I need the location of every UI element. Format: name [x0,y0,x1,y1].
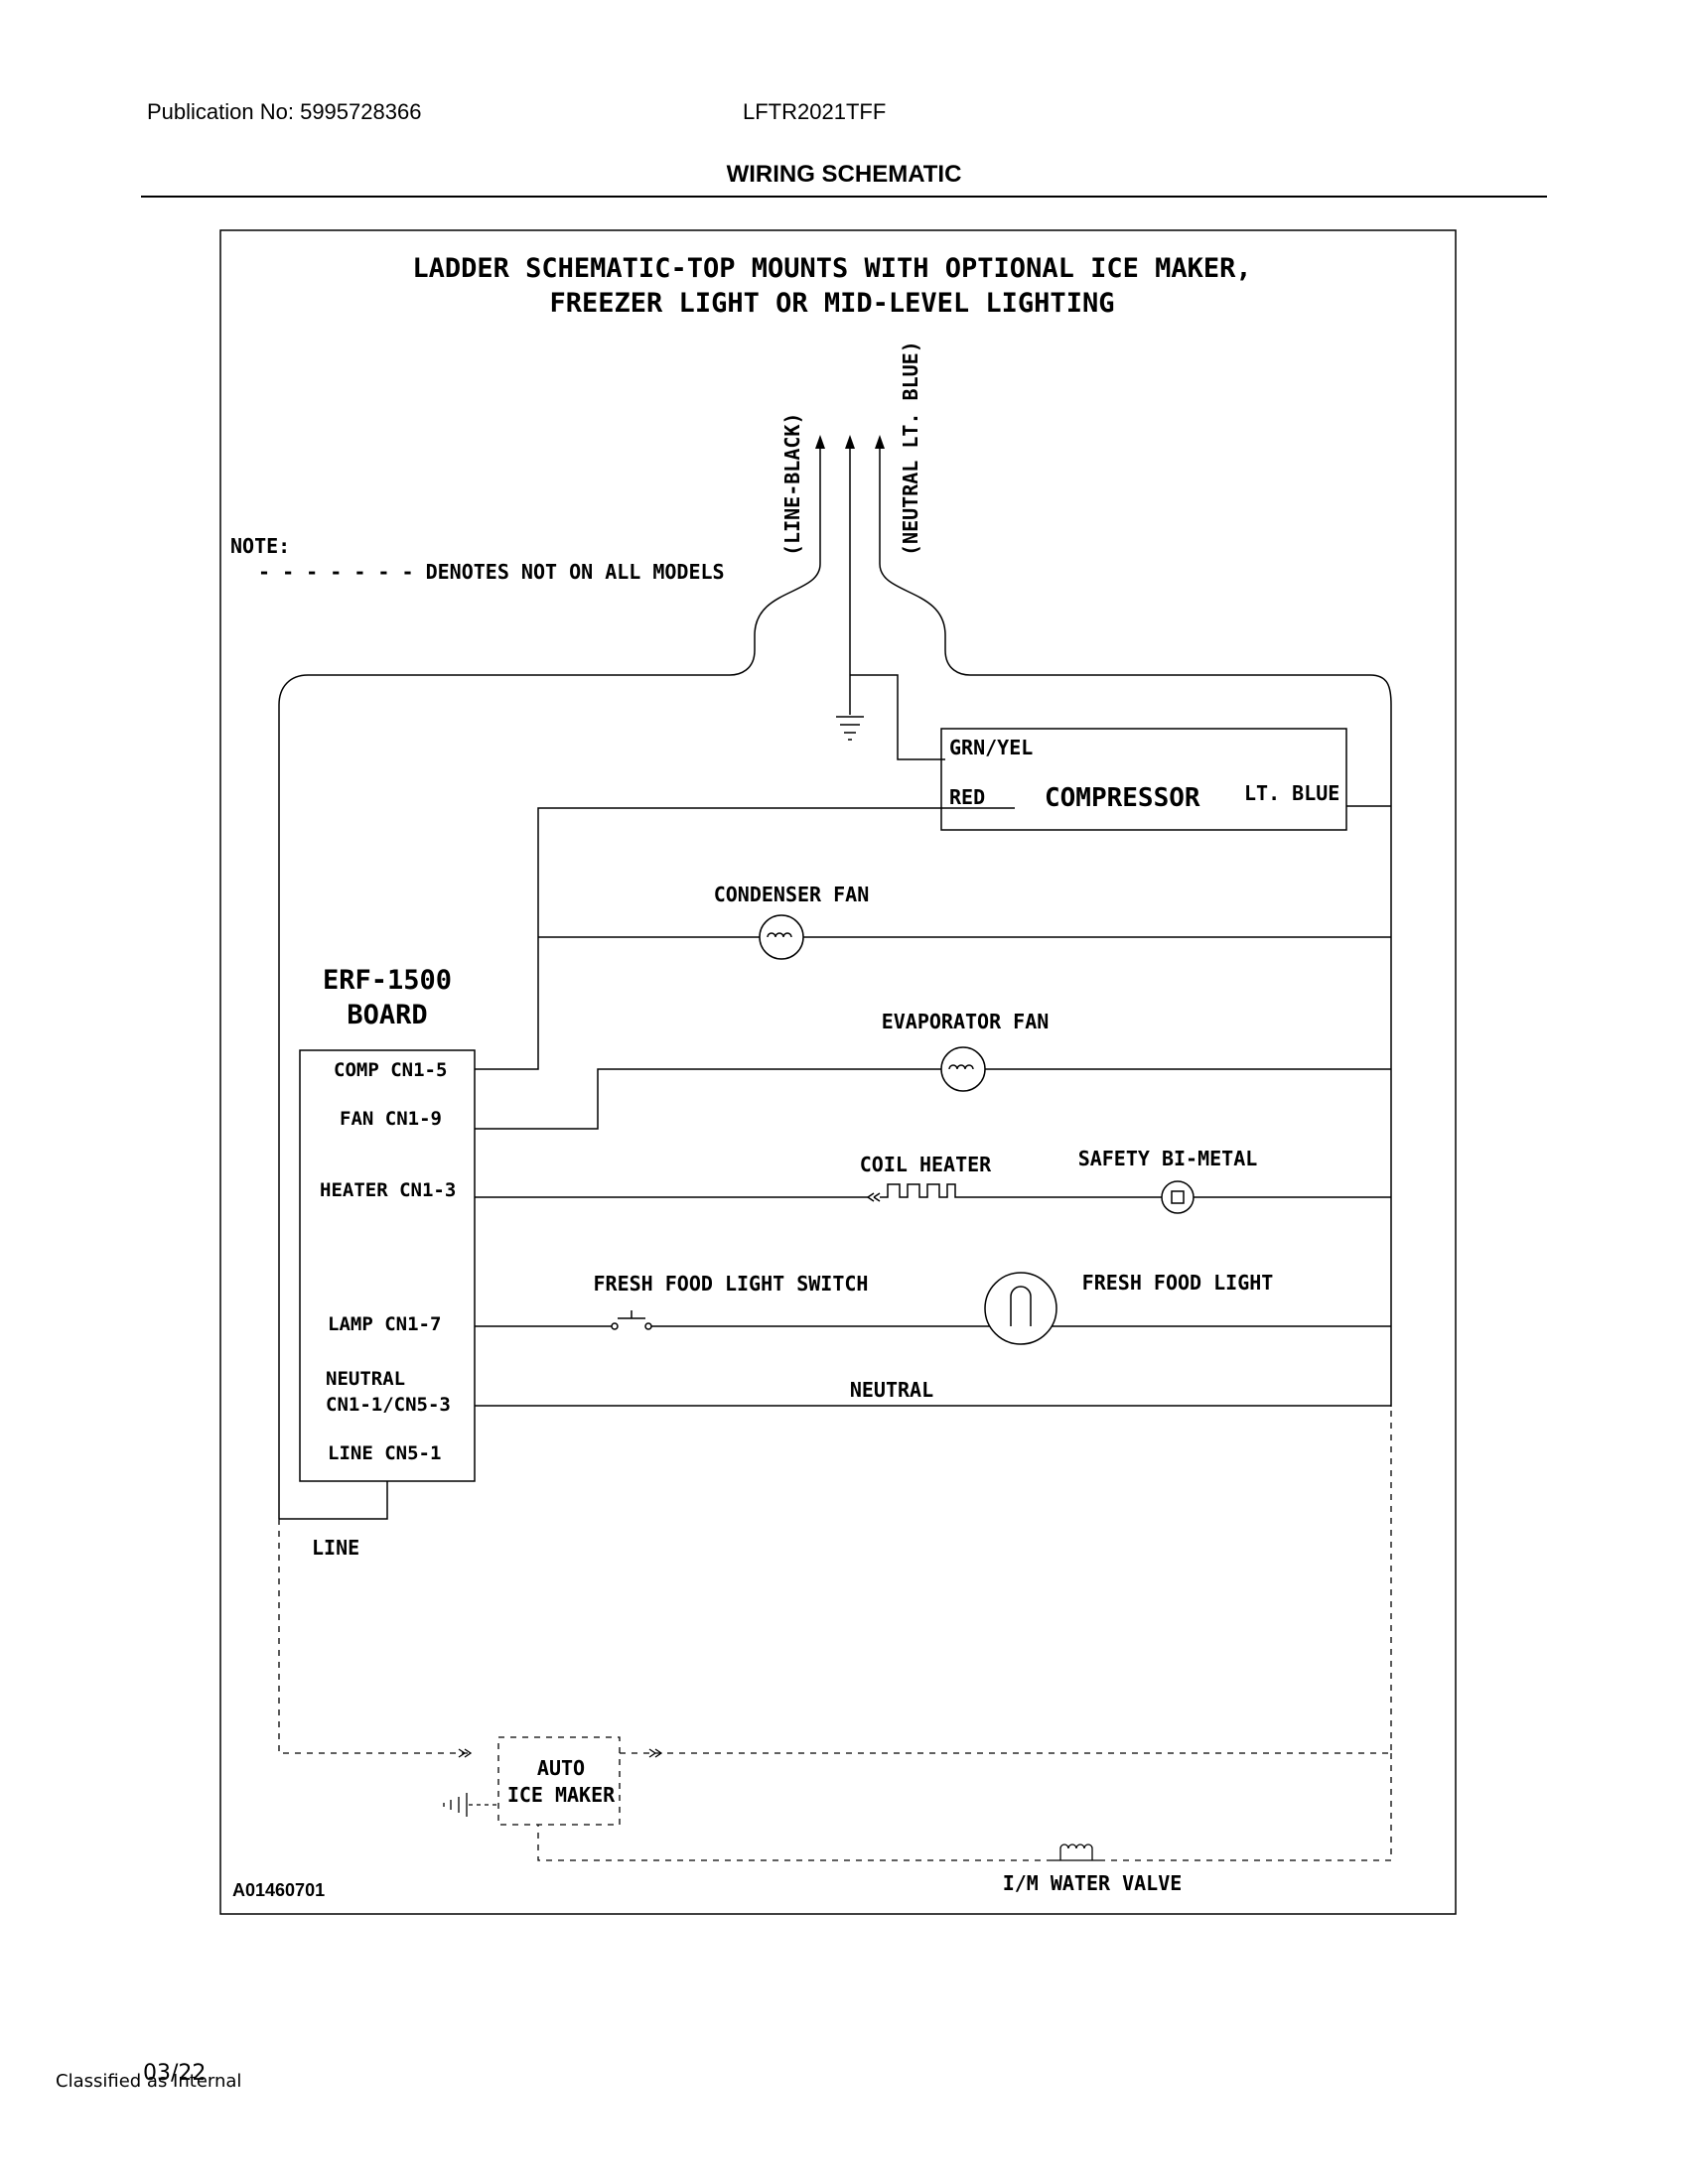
line-black-label: (LINE-BLACK) [780,413,804,557]
board-lamp-terminal: LAMP CN1-7 [328,1313,441,1335]
neutral-blue-label: (NEUTRAL LT. BLUE) [899,341,922,556]
compressor-label: COMPRESSOR [1045,783,1200,813]
note-text: - - - - - - - DENOTES NOT ON ALL MODELS [258,560,725,584]
evaporator-fan-icon [940,1046,986,1092]
ice-maker-ground-icon [443,1793,496,1817]
arrow-up-icon [815,435,825,449]
light-bulb-icon [984,1272,1057,1345]
compressor-grn-yel-label: GRN/YEL [949,736,1033,759]
board-heater-terminal: HEATER CN1-3 [320,1179,456,1201]
fresh-food-light-switch-label: FRESH FOOD LIGHT SWITCH [594,1272,869,1296]
optional-ice-maker-circuit [278,1407,1392,1861]
page-number: 03/22 [143,2061,207,2086]
arrow-up-icon [845,435,855,449]
neutral-label: NEUTRAL [850,1378,933,1402]
compressor-box [940,728,1347,831]
fresh-food-light-label: FRESH FOOD LIGHT [1082,1271,1274,1295]
publication-number: Publication No: 5995728366 [147,99,422,124]
classification-label: Classified as Internal [56,2071,242,2092]
schematic-title-line1: LADDER SCHEMATIC-TOP MOUNTS WITH OPTIONA… [412,253,1251,284]
safety-bimetal-icon [1161,1180,1195,1214]
compressor-lt-blue-label: LT. BLUE [1244,781,1339,805]
compressor-red-label: RED [949,785,985,809]
header-rule [141,196,1547,198]
note-label: NOTE: [230,534,290,558]
water-valve-label: I/M WATER VALVE [1003,1871,1183,1895]
condenser-fan-label: CONDENSER FAN [714,883,870,906]
safety-bimetal-label: SAFETY BI-METAL [1078,1147,1258,1170]
model-number: LFTR2021TFF [743,99,887,124]
board-name-line2: BOARD [347,1000,427,1030]
ice-maker-label-line1: AUTO [537,1756,585,1780]
ground-icon [836,716,864,741]
ice-maker-connector-icon [458,1748,663,1758]
coil-heater-label: COIL HEATER [860,1153,992,1176]
coil-heater-icon [867,1183,961,1202]
line-label: LINE [312,1536,359,1560]
board-line-terminal: LINE CN5-1 [328,1442,441,1464]
evaporator-fan-label: EVAPORATOR FAN [882,1010,1050,1033]
board-comp-terminal: COMP CN1-5 [334,1059,447,1081]
arrow-icons [815,435,885,449]
board-name-line1: ERF-1500 [323,965,452,996]
board-fan-terminal: FAN CN1-9 [340,1108,442,1130]
arrow-up-icon [875,435,885,449]
page-title: WIRING SCHEMATIC [726,161,962,188]
ice-maker-label-line2: ICE MAKER [507,1783,616,1807]
water-valve-icon [1053,1843,1102,1861]
condenser-fan-icon [759,914,804,960]
incoming-wires [278,442,1392,1519]
schematic-frame [219,229,1457,1915]
schematic-title-line2: FREEZER LIGHT OR MID-LEVEL LIGHTING [550,288,1115,319]
board-neutral-terminal-line2: CN1-1/CN5-3 [326,1394,451,1416]
light-switch-icon [611,1310,652,1330]
part-number: A01460701 [232,1880,325,1900]
board-neutral-terminal-line1: NEUTRAL [326,1368,405,1390]
